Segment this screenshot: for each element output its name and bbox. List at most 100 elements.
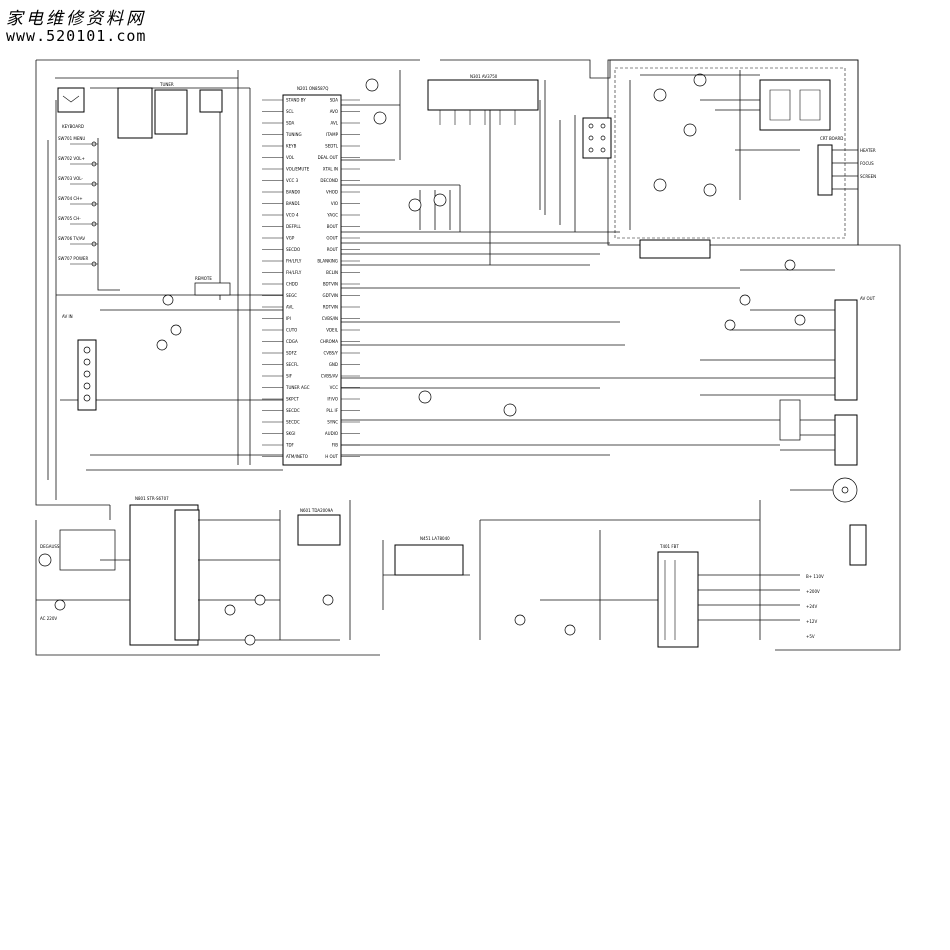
ic-right-pin-label: RDTVIN: [323, 305, 338, 310]
ic-right-pin-label: DECOND: [320, 178, 338, 183]
crt-board-circuit: HEATER FOCUS SCREEN: [629, 70, 876, 230]
key-switch-label: SW702 VOL+: [58, 156, 85, 161]
ic-right-pin-label: AVL: [331, 121, 339, 126]
keyboard-label: KEYBOARD: [62, 124, 84, 129]
ic-right-pin-label: GND: [329, 362, 338, 367]
ic-right-pin-label: SEDTL: [325, 144, 339, 149]
ic-left-pin-label: VOL: [286, 155, 295, 160]
heater-label: HEATER: [860, 148, 876, 153]
ic-left-pin-label: BAND1: [286, 201, 301, 206]
ic-left-pin-label: FH/LFLY: [286, 259, 302, 264]
main-ic: N201 ON8587Q STAND BY SCL SDA TUNING KEYB VOL…: [262, 86, 360, 466]
power-supply: N801 STR-S6707 AC 220V DEGAUSS: [36, 496, 340, 646]
v200-label: +200V: [806, 589, 820, 594]
ic-left-pin-label: STAND BY: [286, 98, 306, 103]
ic-right-pin-label: BOUT: [327, 224, 339, 229]
av-in-label: AV IN: [62, 314, 73, 319]
av-switch-label: N301 AV3750: [470, 74, 498, 79]
ic-right-pin-label: AVO: [330, 109, 338, 114]
main-ic-label: N201 ON8587Q: [297, 86, 328, 91]
tuner-label: TUNER: [159, 82, 174, 87]
vert-ic-label: N451 LA78040: [420, 536, 450, 541]
ic-left-pin-label: SECFL: [286, 362, 299, 367]
ic-left-pin-label: SDA: [286, 121, 295, 126]
ic-right-pin-label: ITAMP: [326, 132, 339, 137]
key-switch-label: SW703 VOL-: [58, 176, 83, 181]
focus-label: FOCUS: [860, 161, 874, 166]
ic-right-pin-label: BLANKING: [317, 259, 338, 264]
ic-left-pin-label: TUNING: [285, 132, 302, 137]
sound-amp: N601 TDA2009A: [279, 500, 351, 640]
v24-label: +24V: [806, 604, 817, 609]
site-url: www.520101.com: [6, 27, 147, 45]
ic-left-pin-label: CHDD: [286, 282, 298, 287]
v12-label: +12V: [806, 619, 817, 624]
key-switch-label: SW707 POWER: [58, 256, 88, 261]
ic-left-pin-label: TDF: [285, 443, 295, 448]
key-switch-label: SW704 CH+: [58, 196, 83, 201]
ic-left-pin-label: VCC 3: [286, 178, 299, 183]
ic-left-pin-label: SECDC: [286, 420, 300, 425]
ic-right-pin-label: PLL IF: [326, 408, 338, 413]
ic-left-pin-label: CDGA: [286, 339, 298, 344]
remote-receiver-area: REMOTE: [156, 276, 231, 351]
ic-left-pin-label: TUNER AGC: [285, 385, 310, 390]
ic-right-pin-label: VCC: [330, 385, 339, 390]
ic-left-pin-label: SCL: [286, 109, 294, 114]
ic-right-pin-label: FIB: [332, 443, 338, 448]
ic-left-pin-label: KEYB: [286, 144, 297, 149]
v5-label: +5V: [806, 634, 815, 639]
ic-right-pin-label: IF/VO: [327, 397, 338, 402]
ic-left-pin-label: SKPCT: [286, 397, 299, 402]
key-switch-label: SW706 TV/AV: [58, 236, 85, 241]
vertical-output: N451 LA78040: [382, 536, 526, 626]
ic-left-pin-label: SEGC: [286, 293, 297, 298]
ic-right-pin-label: CHROMA: [320, 339, 338, 344]
key-switch-label: SW705 CH-: [58, 216, 81, 221]
ic-right-pin-label: AUDIO: [325, 431, 338, 436]
b-plus-label: B+ 110V: [806, 574, 824, 579]
site-title: 家电维修资料网: [6, 9, 146, 29]
ic-left-pin-label: VOL/EMUTE: [286, 167, 310, 172]
ic-right-pin-label: SYNC: [327, 420, 338, 425]
ic-left-pin-label: SIF: [286, 374, 293, 379]
ic-left-pin-label: BAND0: [286, 190, 301, 195]
ac-in-label: AC 220V: [40, 616, 57, 621]
ic-left-pin-label: VCO 4: [286, 213, 299, 218]
horizontal-output: T401 FBT B+ 110V +200V +24V +12V +5V: [479, 500, 824, 648]
site-header: 家电维修资料网 www.520101.com: [6, 4, 226, 48]
ic-right-pin-label: H OUT: [325, 454, 338, 459]
sound-ic-label: N601 TDA2009A: [300, 508, 333, 513]
ic-right-pin-label: XTAL IN: [323, 167, 338, 172]
video-buffer-transistors: [365, 78, 517, 417]
screen-label: SCREEN: [860, 174, 876, 179]
right-signal-bus: [341, 70, 850, 456]
ic-left-pin-label: SDFZ: [286, 351, 297, 356]
av-switch-ic: N301 AV3750: [427, 74, 539, 125]
ic-right-pin-label: ROUT: [327, 247, 339, 252]
av-connector-left: AV IN: [62, 314, 97, 411]
ic-right-pin-label: CVBS/AV: [321, 374, 339, 379]
ic-left-pin-label: CUTO: [286, 328, 297, 333]
ic-left-pin-label: SKGI: [286, 431, 295, 436]
ic-right-pin-label: GDTVIN: [322, 293, 338, 298]
crt-board-label: CRT BOARD: [820, 136, 843, 141]
ic-right-pin-label: YAGC: [326, 213, 338, 218]
av-out-connectors: AV OUT: [639, 239, 876, 566]
ic-right-pin-label: VDEIL: [326, 328, 339, 333]
power-ic-label: N801 STR-S6707: [135, 496, 169, 501]
remote-label: REMOTE: [195, 276, 212, 281]
ic-left-pin-label: IPI: [286, 316, 291, 321]
ic-right-pin-label: CVBS/IN: [322, 316, 338, 321]
degauss-label: DEGAUSS: [40, 544, 60, 549]
ic-right-pin-label: GOUT: [326, 236, 338, 241]
crt-rgb-connector: [582, 117, 612, 159]
ic-left-pin-label: VGP: [286, 236, 295, 241]
ic-right-pin-label: DEAL OUT: [318, 155, 339, 160]
ic-right-pin-label: VIO: [331, 201, 338, 206]
ic-left-pin-label: AVL: [286, 305, 294, 310]
